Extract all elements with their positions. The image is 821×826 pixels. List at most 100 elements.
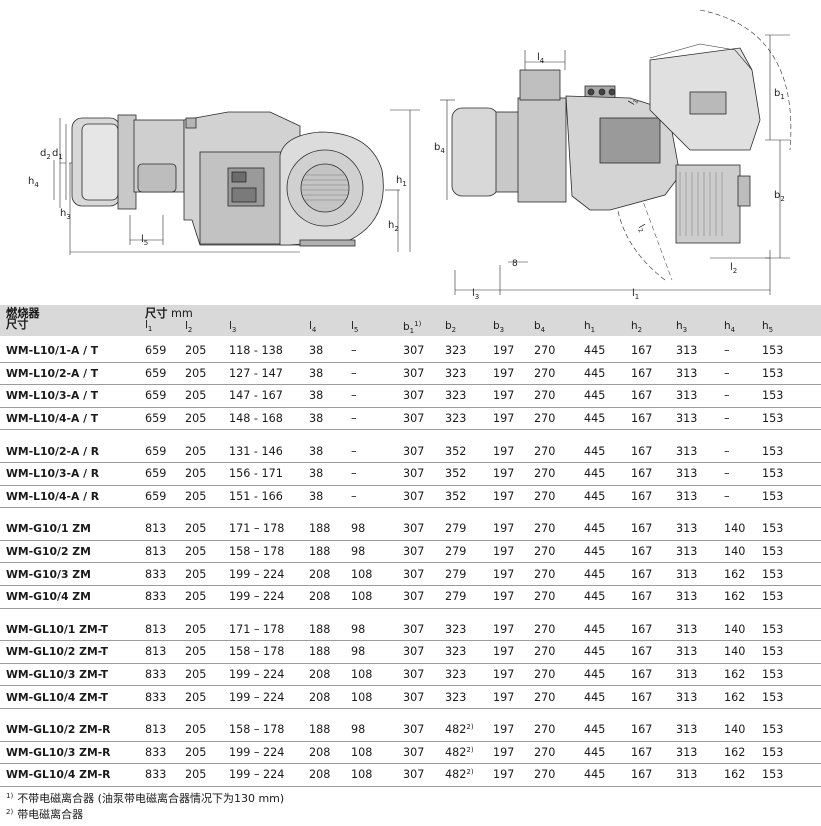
value-cell: 813 (145, 718, 185, 742)
value-cell: 205 (185, 462, 229, 486)
model-cell: WM-L10/2-A / T (0, 362, 145, 386)
value-cell: 833 (145, 562, 185, 586)
value-cell: 108 (351, 741, 403, 765)
value-cell: 307 (403, 440, 445, 463)
svg-text:d1: d1 (52, 148, 63, 161)
svg-text:l1: l1 (632, 288, 639, 301)
value-cell: 151 - 166 (229, 485, 309, 509)
value-cell: 307 (403, 685, 445, 709)
value-cell: 313 (676, 462, 724, 486)
value-cell: 4822) (445, 741, 493, 765)
value-cell: 833 (145, 741, 185, 765)
value-cell: 205 (185, 518, 229, 541)
value-cell: – (724, 462, 762, 486)
value-cell: 445 (584, 440, 631, 463)
value-cell: 323 (445, 663, 493, 687)
value-cell: 833 (145, 663, 185, 687)
value-cell: 313 (676, 340, 724, 363)
value-cell: 323 (445, 362, 493, 386)
value-cell: 188 (309, 518, 351, 541)
value-cell: 197 (493, 718, 534, 742)
value-cell: 208 (309, 685, 351, 709)
value-cell: 208 (309, 585, 351, 609)
value-cell: 167 (631, 384, 676, 408)
value-cell: 307 (403, 763, 445, 787)
value-cell: 445 (584, 384, 631, 408)
header-col-b2: b2 (445, 305, 493, 336)
value-cell: 307 (403, 640, 445, 664)
value-cell: 323 (445, 340, 493, 363)
value-cell: 307 (403, 340, 445, 363)
model-cell: WM-G10/1 ZM (0, 518, 145, 541)
svg-text:b2: b2 (774, 190, 785, 203)
header-col-b1: b11) (403, 305, 445, 336)
value-cell: 307 (403, 362, 445, 386)
value-cell: 199 – 224 (229, 562, 309, 586)
value-cell: 205 (185, 640, 229, 664)
svg-text:d2: d2 (40, 148, 51, 161)
value-cell: 4822) (445, 763, 493, 787)
value-cell: 205 (185, 407, 229, 431)
svg-text:l1: l1 (627, 96, 640, 107)
value-cell: 197 (493, 618, 534, 642)
value-cell: 197 (493, 384, 534, 408)
header-burner: 燃烧器尺寸 (0, 305, 145, 336)
value-cell: 188 (309, 640, 351, 664)
value-cell: 813 (145, 640, 185, 664)
value-cell: 162 (724, 741, 762, 765)
model-cell: WM-GL10/2 ZM-T (0, 640, 145, 664)
value-cell: 313 (676, 663, 724, 687)
value-cell: 205 (185, 540, 229, 564)
svg-text:l3: l3 (472, 288, 479, 301)
value-cell: 153 (762, 562, 821, 586)
value-cell: 445 (584, 685, 631, 709)
value-cell: 153 (762, 618, 821, 642)
value-cell: 197 (493, 741, 534, 765)
value-cell: 313 (676, 741, 724, 765)
value-cell: 205 (185, 685, 229, 709)
header-size-label: 尺寸 (145, 307, 168, 320)
value-cell: 205 (185, 585, 229, 609)
value-cell: 205 (185, 718, 229, 742)
value-cell: 270 (534, 518, 584, 541)
right-drawing-dimensions (440, 34, 790, 295)
value-cell: 153 (762, 485, 821, 509)
value-cell: 352 (445, 440, 493, 463)
value-cell: 38 (309, 407, 351, 431)
value-cell: 162 (724, 685, 762, 709)
value-cell: 279 (445, 562, 493, 586)
value-cell: 197 (493, 518, 534, 541)
value-cell: 208 (309, 763, 351, 787)
value-cell: 108 (351, 585, 403, 609)
value-cell: 38 (309, 462, 351, 486)
model-cell: WM-L10/3-A / R (0, 462, 145, 486)
value-cell: 813 (145, 540, 185, 564)
value-cell: – (351, 440, 403, 463)
value-cell: 445 (584, 518, 631, 541)
model-cell: WM-L10/1-A / T (0, 340, 145, 363)
value-cell: 147 - 167 (229, 384, 309, 408)
value-cell: 270 (534, 685, 584, 709)
value-cell: 279 (445, 518, 493, 541)
value-cell: 205 (185, 362, 229, 386)
value-cell: – (724, 362, 762, 386)
value-cell: 313 (676, 407, 724, 431)
value-cell: 270 (534, 407, 584, 431)
value-cell: 313 (676, 618, 724, 642)
value-cell: 127 - 147 (229, 362, 309, 386)
value-cell: 153 (762, 384, 821, 408)
value-cell: 167 (631, 518, 676, 541)
value-cell: – (724, 340, 762, 363)
svg-text:l4: l4 (537, 52, 545, 65)
value-cell: 98 (351, 718, 403, 742)
value-cell: 659 (145, 440, 185, 463)
value-cell: 188 (309, 718, 351, 742)
value-cell: – (351, 362, 403, 386)
value-cell: 445 (584, 763, 631, 787)
value-cell: 153 (762, 462, 821, 486)
